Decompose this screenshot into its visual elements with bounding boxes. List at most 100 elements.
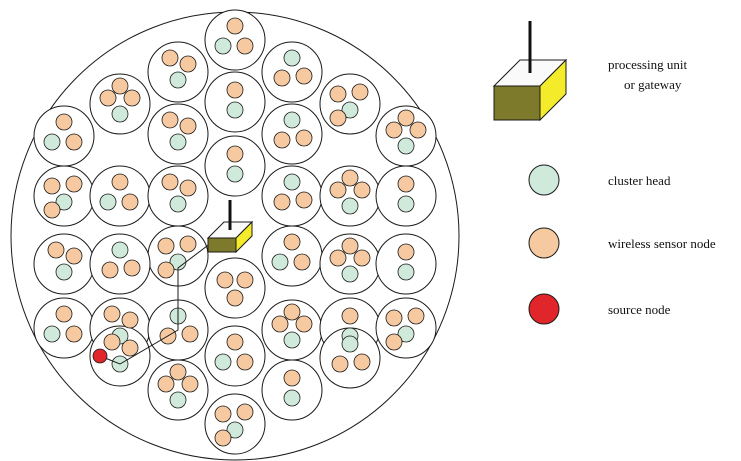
sensor-node (157, 237, 175, 255)
sensor-node (273, 193, 291, 211)
sensor-node (43, 201, 61, 219)
sensor-node (351, 83, 369, 101)
gateway-front-face (493, 85, 541, 121)
cluster-head-node (214, 37, 232, 55)
cluster-head-node (226, 421, 244, 439)
cluster-head-node (55, 193, 73, 211)
cluster-head-node (214, 353, 232, 371)
sensor-node (283, 303, 301, 321)
sensor-node (157, 375, 175, 393)
cluster-head-node (43, 133, 61, 151)
sensor-node (273, 131, 291, 149)
sensor-node (121, 311, 139, 329)
sensor-node (65, 325, 83, 343)
sensor-node (341, 169, 359, 187)
sensor-node (385, 309, 403, 327)
sensor-node (226, 17, 244, 35)
cluster-head-node (169, 195, 187, 213)
cluster-head-node (43, 325, 61, 343)
legend-sensor-node-symbol (528, 227, 560, 259)
sensor-node (283, 369, 301, 387)
cluster-head-node (283, 111, 301, 129)
sensor-node (157, 261, 175, 279)
sensor-node (331, 355, 349, 373)
cluster-head-node (55, 263, 73, 281)
sensor-node (329, 109, 347, 127)
sensor-node (111, 77, 129, 95)
cluster-head-node (283, 49, 301, 67)
sensor-node (341, 237, 359, 255)
legend-source-node-symbol (528, 293, 560, 325)
cluster-head-node (169, 71, 187, 89)
sensor-node (295, 191, 313, 209)
sensor-node (226, 145, 244, 163)
sensor-node (43, 177, 61, 195)
cluster-head-node (283, 331, 301, 349)
sensor-node (236, 403, 254, 421)
sensor-node (181, 325, 199, 343)
sensor-node (295, 315, 313, 333)
sensor-node (179, 55, 197, 73)
sensor-node (181, 375, 199, 393)
cluster-boundary (89, 73, 151, 135)
sensor-node (341, 307, 359, 325)
cluster-head-node (169, 391, 187, 409)
legend-label-gateway-line2: or gateway (624, 77, 682, 92)
sensor-node (407, 307, 425, 325)
sensor-node (161, 49, 179, 67)
sensor-node (283, 233, 301, 251)
sensor-node (329, 181, 347, 199)
routing-path (99, 223, 237, 365)
sensor-node (353, 181, 371, 199)
sensor-node (293, 253, 311, 271)
cluster-head-node (169, 133, 187, 151)
sensor-node (55, 113, 73, 131)
cluster-boundary (204, 9, 266, 71)
cluster-head-node (283, 389, 301, 407)
gateway-side-face (235, 220, 253, 254)
sensor-node (271, 315, 289, 333)
sensor-node (65, 133, 83, 151)
sensor-node (103, 333, 121, 351)
cluster-head-node (111, 241, 129, 259)
sensor-node (169, 363, 187, 381)
sensor-node (214, 405, 232, 423)
sensor-node (216, 271, 234, 289)
gateway-icon (206, 200, 254, 254)
legend-label-source-node: source node (608, 302, 671, 317)
cluster-head-node (397, 263, 415, 281)
gateway-front-face (207, 237, 237, 253)
sensor-node (55, 305, 73, 323)
cluster-boundary (261, 41, 323, 103)
sensor-node (161, 111, 179, 129)
sensor-node (295, 129, 313, 147)
sensor-node (179, 117, 197, 135)
sensor-node (273, 69, 291, 87)
sensor-node (111, 173, 129, 191)
cluster-head-node (111, 105, 129, 123)
sensor-node (47, 241, 65, 259)
cluster-head-node (397, 325, 415, 343)
sensor-node (409, 121, 427, 139)
cluster-head-node (271, 253, 289, 271)
cluster-head-node (397, 137, 415, 155)
sensor-node (65, 175, 83, 193)
sensor-node (103, 305, 121, 323)
legend-label-gateway-line1: processing unit (608, 57, 687, 72)
sensor-node (161, 173, 179, 191)
cluster-head-node (226, 101, 244, 119)
sensor-node (236, 353, 254, 371)
sensor-node (397, 109, 415, 127)
source-node (92, 348, 108, 364)
sensor-node (226, 289, 244, 307)
cluster-head-node (397, 195, 415, 213)
sensor-node (295, 67, 313, 85)
sensor-node (123, 89, 141, 107)
sensor-node (65, 247, 83, 265)
sensor-node (329, 85, 347, 103)
cluster-boundary (204, 325, 266, 387)
sensor-node (101, 261, 119, 279)
legend-gateway-icon (492, 21, 568, 122)
